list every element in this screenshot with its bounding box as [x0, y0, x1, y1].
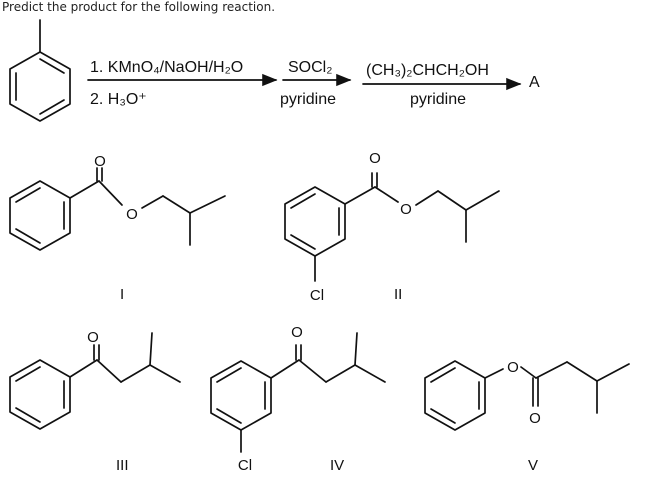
product-label: A [529, 74, 540, 91]
option-III-carbonyl-oxygen: O [87, 329, 99, 346]
option-V-label: V [528, 457, 538, 474]
toluene-structure [9, 19, 71, 122]
option-III-structure: O III [9, 329, 181, 474]
option-II-structure: Cl O O II [284, 150, 500, 304]
option-I-carbonyl-oxygen: O [94, 153, 106, 170]
step2-solvent: pyridine [280, 91, 336, 108]
option-III-label: III [116, 457, 129, 474]
question-text: Predict the product for the following re… [2, 0, 276, 14]
step3-reagent: (CH₃)₂CHCH₂OH [366, 62, 489, 79]
option-V-structure: O O V [424, 359, 630, 474]
option-V-ester-oxygen: O [507, 359, 519, 376]
option-I-label: I [120, 286, 124, 303]
option-II-label: II [394, 286, 402, 303]
step3-solvent: pyridine [410, 91, 466, 108]
option-IV-label: IV [330, 457, 344, 474]
option-IV-carbonyl-oxygen: O [291, 324, 303, 341]
option-II-carbonyl-oxygen: O [369, 150, 381, 167]
option-IV-chlorine: Cl [238, 457, 252, 474]
option-IV-structure: Cl O IV [210, 324, 386, 474]
option-I-structure: O O I [9, 153, 226, 303]
option-II-chlorine: Cl [310, 287, 324, 304]
reaction-conditions: 1. KMnO₄/NaOH/H₂O 2. H₃O⁺ SOCl₂ pyridine… [87, 59, 540, 108]
option-I-ester-oxygen: O [126, 206, 138, 223]
option-II-ester-oxygen: O [400, 201, 412, 218]
option-V-carbonyl-oxygen: O [529, 410, 541, 427]
step1-reagent-line1: 1. KMnO₄/NaOH/H₂O [90, 59, 243, 76]
step2-reagent: SOCl₂ [288, 59, 332, 76]
step1-reagent-line2: 2. H₃O⁺ [90, 91, 147, 108]
